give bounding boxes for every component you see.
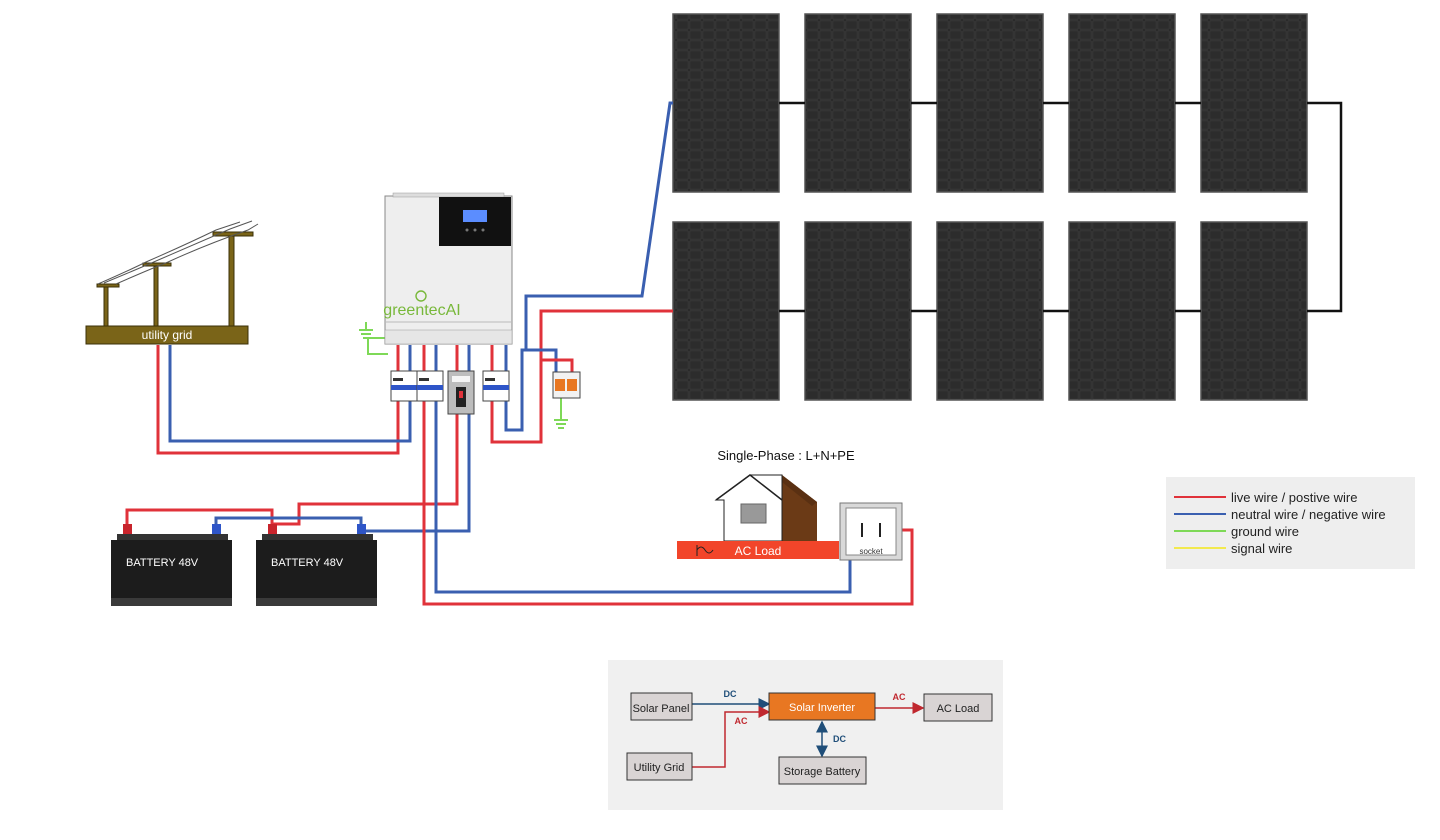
inverter-screen [463, 210, 487, 222]
inverter-logo-icon [415, 290, 427, 302]
battery-breaker [447, 370, 475, 415]
solar-array [672, 13, 1308, 401]
legend: live wire / postive wire neutral wire / … [1166, 477, 1415, 569]
flow-dc-label: DC [724, 689, 737, 699]
grid-breaker [390, 370, 418, 402]
ac-load-label: AC Load [735, 544, 782, 558]
ac-load-bar [677, 541, 839, 559]
flow-box-storage-battery: Storage Battery [778, 756, 867, 785]
grid-live-wire [156, 345, 400, 455]
solar-panel [672, 13, 780, 193]
legend-item-ground: ground wire [1174, 524, 1299, 539]
battery: BATTERY 48V [111, 524, 232, 606]
house-icon [714, 474, 817, 542]
inverter-brand: greentecAI [383, 302, 460, 319]
flow-box-solar-panel: Solar Panel [630, 692, 693, 721]
utility-grid-label: utility grid [142, 328, 193, 342]
flow-box-solar-inverter: Solar Inverter [768, 692, 876, 721]
ground-icon [359, 322, 373, 339]
spd-neutral-wire [526, 348, 558, 372]
flow-box-utility-grid: Utility Grid [626, 752, 693, 781]
spd-live-wire [541, 358, 574, 372]
legend-item-neutral: neutral wire / negative wire [1174, 507, 1386, 522]
flow-dc-label: DC [833, 734, 846, 744]
solar-panel [936, 221, 1044, 401]
phase-label: Single-Phase : L+N+PE [717, 448, 855, 463]
grid-neutral-wire [168, 345, 412, 443]
inverter: greentecAI [383, 192, 513, 345]
flow-ac-label: AC [735, 716, 748, 726]
battery-series-negative [214, 516, 363, 524]
pv-breaker [482, 370, 510, 402]
legend-label: neutral wire / negative wire [1231, 507, 1386, 522]
surge-protector [552, 371, 581, 399]
flow-diagram: DC AC AC DC Solar Panel Solar Inverter A… [608, 660, 1003, 810]
panel-series-wiring [779, 101, 1343, 313]
battery: BATTERY 48V [256, 524, 377, 606]
flow-arrow-grid [692, 706, 771, 768]
socket: socket [839, 502, 903, 561]
inverter-ground-wire [367, 337, 388, 355]
solar-panel [1068, 221, 1176, 401]
pv-positive-wire [490, 309, 673, 444]
battery-positive-wire [272, 345, 459, 526]
solar-panel [1200, 221, 1308, 401]
legend-label: ground wire [1231, 524, 1299, 539]
battery-label: BATTERY 48V [271, 557, 344, 569]
flow-box-label: Utility Grid [634, 762, 685, 774]
flow-box-label: Storage Battery [784, 766, 861, 778]
utility-poles [96, 220, 259, 327]
solar-panel [804, 13, 912, 193]
solar-panel [1200, 13, 1308, 193]
solar-panel [672, 221, 780, 401]
solar-panel [1068, 13, 1176, 193]
legend-item-live: live wire / postive wire [1174, 490, 1357, 505]
flow-ac-label: AC [893, 692, 906, 702]
pv-negative-wire [504, 101, 673, 432]
solar-panel [936, 13, 1044, 193]
legend-label: signal wire [1231, 541, 1292, 556]
legend-item-signal: signal wire [1174, 541, 1292, 556]
load-breaker [416, 370, 444, 402]
socket-label: socket [859, 547, 883, 556]
flow-box-label: AC Load [937, 703, 980, 715]
ground-icon [554, 419, 568, 429]
flow-box-label: Solar Panel [633, 703, 690, 715]
solar-panel [804, 221, 912, 401]
flow-box-ac-load: AC Load [923, 693, 993, 722]
legend-label: live wire / postive wire [1231, 490, 1357, 505]
flow-box-label: Solar Inverter [789, 702, 855, 714]
utility-grid-base [85, 325, 249, 345]
battery-label: BATTERY 48V [126, 557, 199, 569]
sine-wave-icon [696, 546, 714, 554]
